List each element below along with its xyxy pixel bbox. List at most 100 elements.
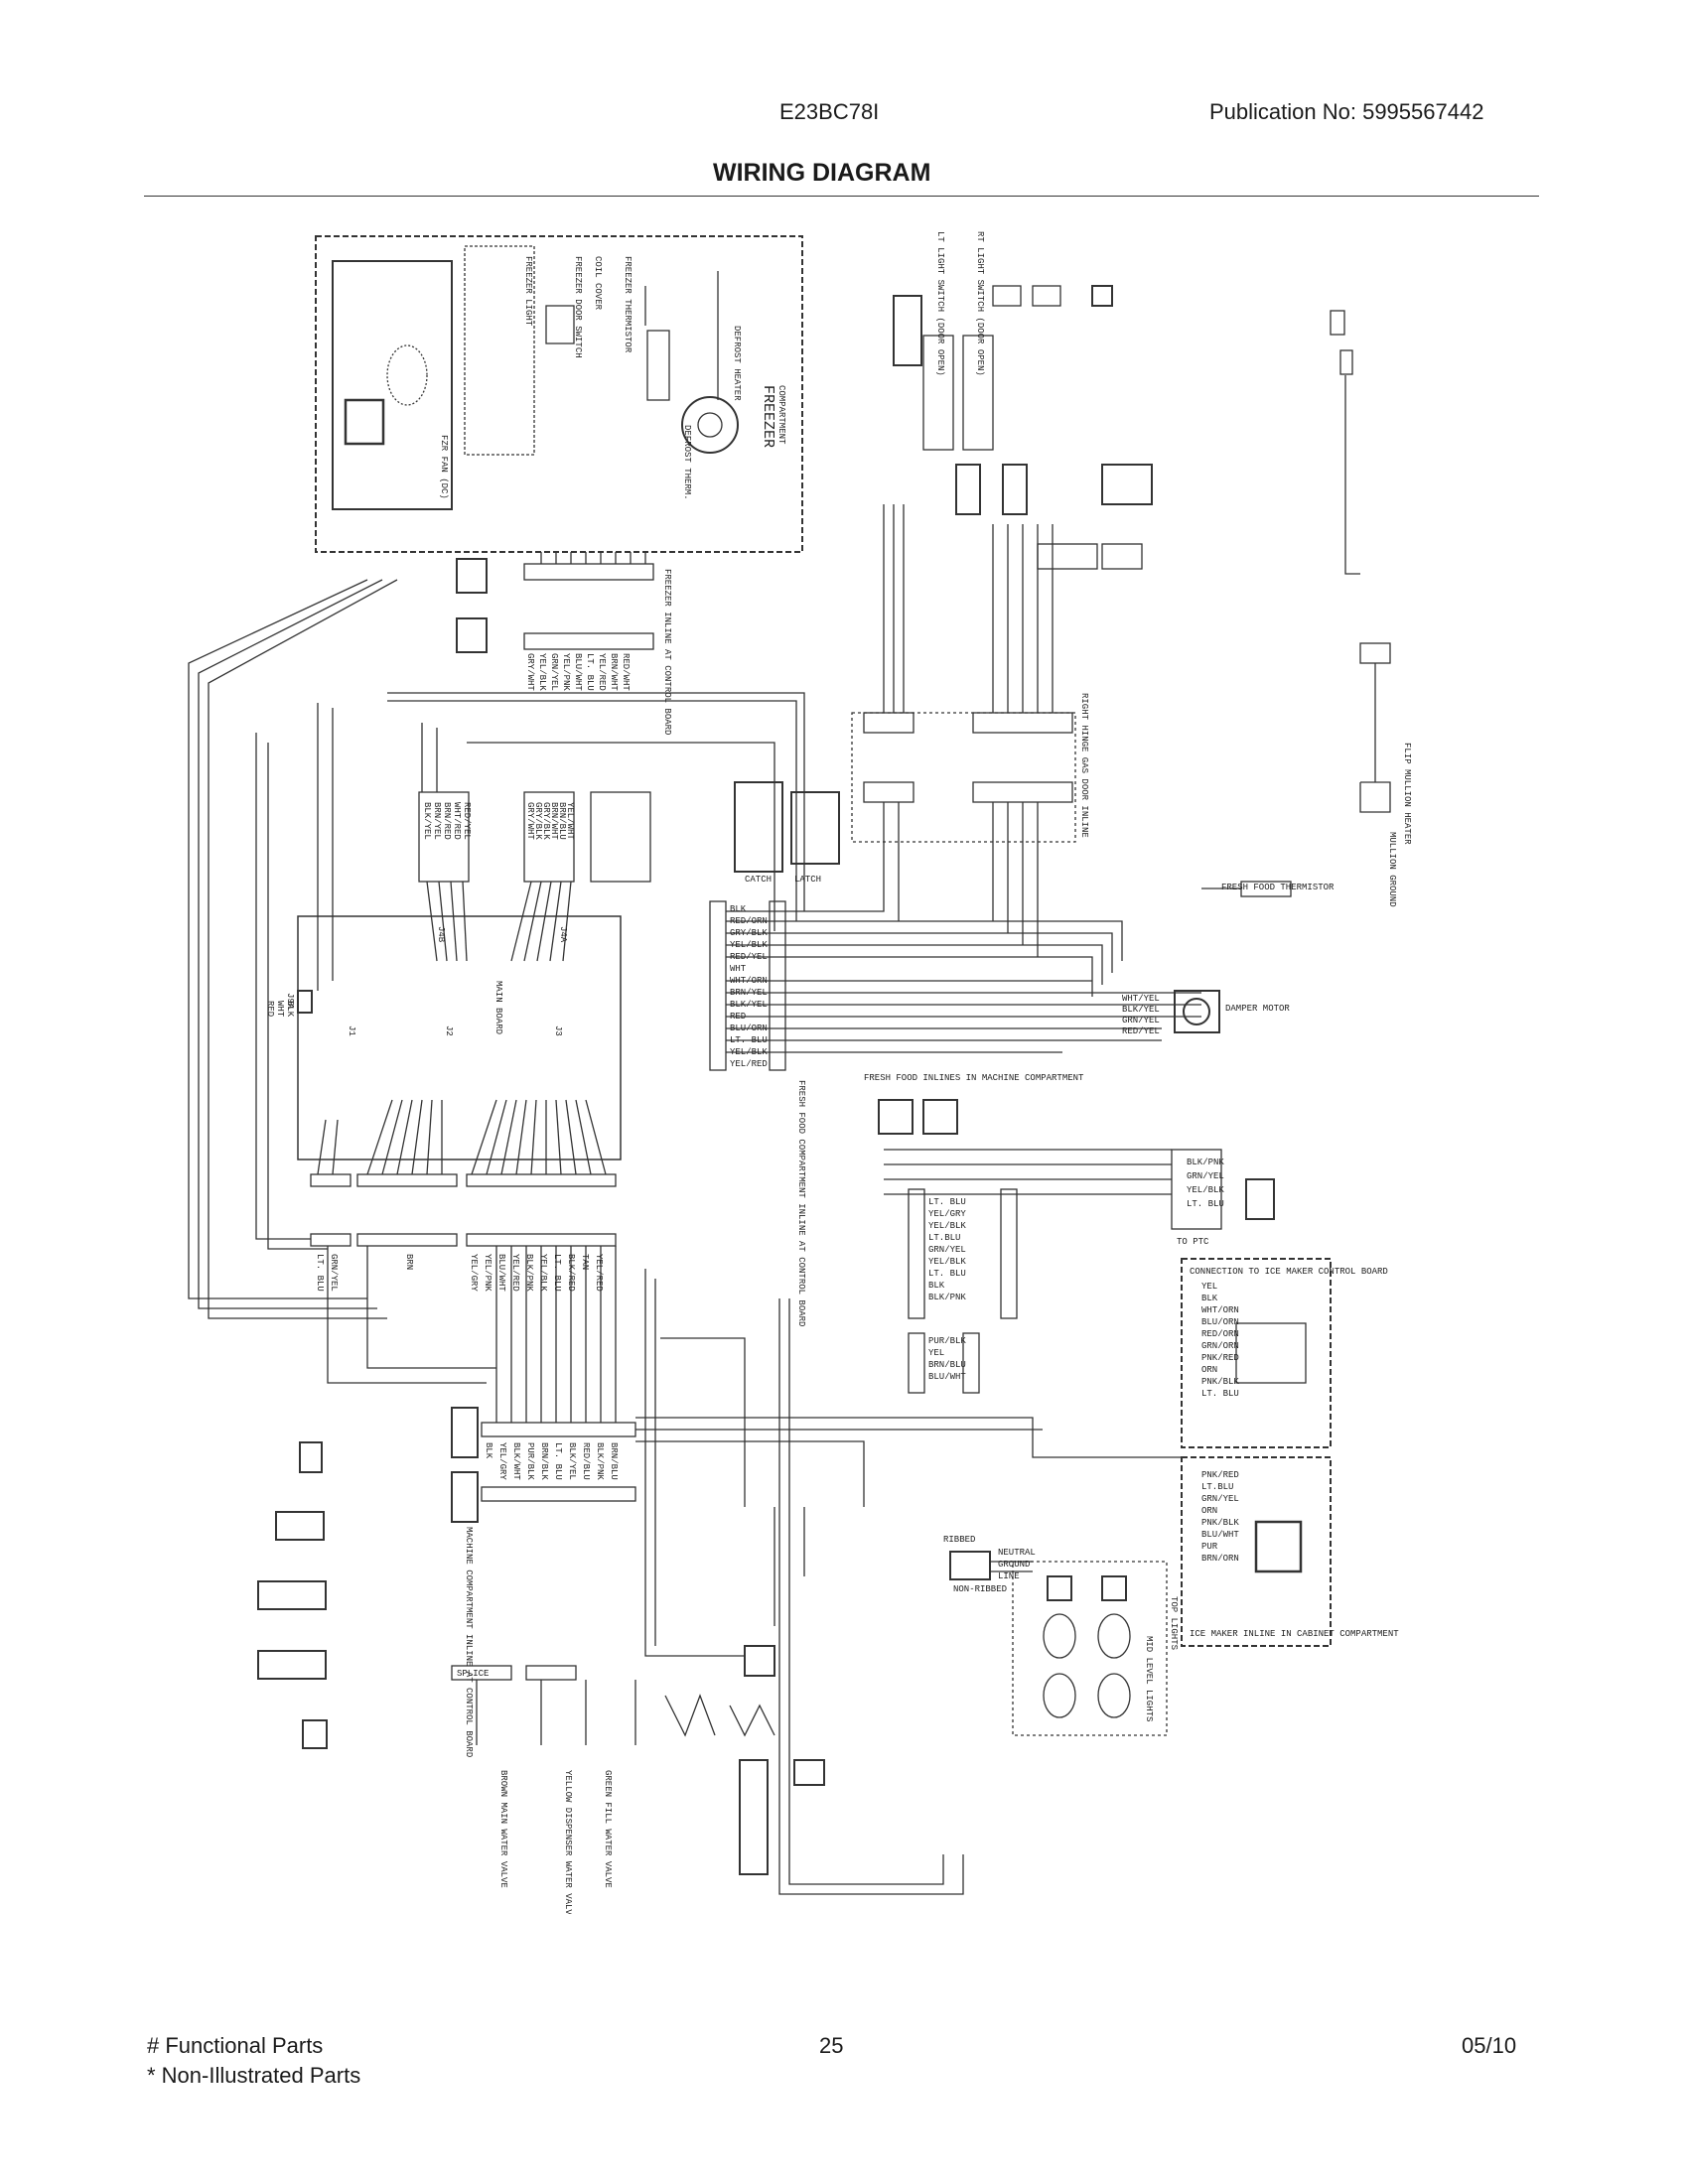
freezer-inline-connector bbox=[523, 563, 654, 581]
wire-color-label: WHT bbox=[730, 964, 747, 974]
wire-color-label: BLK/YEL bbox=[422, 802, 432, 840]
wire-color-label: YEL/PNK bbox=[483, 1254, 492, 1292]
lt-light-switch-label: LT LIGHT SWITCH (DOOR OPEN) bbox=[935, 231, 945, 376]
wire-color-label: PNK/RED bbox=[1201, 1353, 1239, 1363]
j4a-label: J4A bbox=[558, 926, 568, 943]
defrost-therm-label: DEFROST THERM. bbox=[682, 425, 692, 500]
wire-color-label: YEL/RED bbox=[730, 1059, 768, 1069]
freezer-thermistor-label: FREEZER THERMISTOR bbox=[623, 256, 633, 353]
wire-color-label: GRY/BLK bbox=[533, 802, 543, 840]
right-hinge-inline bbox=[972, 712, 1073, 734]
wire-color-label: RED/BLU bbox=[581, 1442, 591, 1480]
publication-number: Publication No: 5995567442 bbox=[1209, 99, 1484, 124]
line-label: LINE bbox=[998, 1571, 1020, 1581]
mullion-ground-label: MULLION GROUND bbox=[1387, 832, 1397, 907]
main-board-label: MAIN BOARD bbox=[493, 981, 503, 1034]
wire-color-label: LT.BLU bbox=[1201, 1482, 1233, 1492]
ground-label: GROUND bbox=[998, 1560, 1030, 1570]
wire-color-label: BLK/RED bbox=[566, 1254, 576, 1292]
wire-color-label: BLK/PNK bbox=[595, 1442, 605, 1480]
wire-color-label: YEL/PNK bbox=[561, 653, 571, 691]
wire-color-label: WHT/ORN bbox=[730, 976, 768, 986]
wire-color-label: BRN/BLU bbox=[928, 1360, 966, 1370]
freezer-door-switch-label: FREEZER DOOR SWITCH bbox=[573, 256, 583, 358]
wire-color-label: YEL/BLK bbox=[928, 1221, 966, 1231]
wire-color-label: WHT/ORN bbox=[1201, 1305, 1239, 1315]
wire-color-label: PUR bbox=[1201, 1542, 1218, 1552]
ff-inlines-machine-label: FRESH FOOD INLINES IN MACHINE COMPARTMEN… bbox=[864, 1073, 1084, 1083]
wire-color-label: BLU/WHT bbox=[1201, 1530, 1239, 1540]
non-ribbed-label: NON-RIBBED bbox=[953, 1584, 1007, 1594]
wire-color-label: PUR/BLK bbox=[928, 1336, 966, 1346]
wire-color-label: TAN bbox=[580, 1254, 590, 1270]
freezer-light-label: FREEZER LIGHT bbox=[523, 256, 533, 327]
wire-color-label: BLK/PNK bbox=[1187, 1158, 1224, 1167]
ribbed-label: RIBBED bbox=[943, 1535, 975, 1545]
j4a-wire-list: GRY/WHTGRY/BLKGRY/BLKBRN/WHTBRN/BLUYEL/W… bbox=[525, 802, 575, 840]
wire-color-label: BLK bbox=[285, 1001, 295, 1018]
wire-color-label: BLK bbox=[484, 1442, 493, 1459]
wire-color-label: BLU/WHT bbox=[573, 653, 583, 691]
wire-color-label: BLK/YEL bbox=[1122, 1005, 1160, 1015]
lights-box bbox=[1012, 1561, 1168, 1736]
wire-color-label: GRN/YEL bbox=[928, 1245, 966, 1255]
wire-color-label: RED/YEL bbox=[462, 802, 472, 840]
wire-color-label: ORN bbox=[1201, 1365, 1217, 1375]
wire-color-label: LT. BLU bbox=[928, 1197, 966, 1207]
wire-color-label: LT. BLU bbox=[1201, 1389, 1239, 1399]
wire-color-label: RED bbox=[730, 1012, 746, 1022]
wire-color-label: YEL/BLK bbox=[537, 653, 547, 691]
wiring-diagram: FREEZER COMPARTMENT DEFROST HEATER DEFRO… bbox=[188, 231, 1412, 1914]
ff-inlines-wire-list: LT. BLUYEL/GRYYEL/BLKLT.BLUGRN/YELYEL/BL… bbox=[928, 1197, 966, 1302]
to-ptc-label: TO PTC bbox=[1177, 1237, 1209, 1247]
machine-inline-connector bbox=[481, 1422, 636, 1437]
damper-motor-label: DAMPER MOTOR bbox=[1225, 1004, 1290, 1014]
model-number: E23BC78I bbox=[779, 99, 880, 124]
wire-color-label: BLK/YEL bbox=[567, 1442, 577, 1480]
wire-color-label: YEL bbox=[1201, 1282, 1217, 1292]
wire-color-label: BRN/YEL bbox=[432, 802, 442, 840]
fresh-food-wire-list: BLKRED/ORNGRY/BLKYEL/BLKRED/YELWHTWHT/OR… bbox=[730, 904, 768, 1069]
wire-color-label: BLK bbox=[928, 1281, 945, 1291]
j2-label: J2 bbox=[444, 1025, 454, 1036]
fresh-food-thermistor-label: FRESH FOOD THERMISTOR bbox=[1221, 883, 1335, 892]
ice-maker-control-box bbox=[1181, 1258, 1332, 1448]
neutral-label: NEUTRAL bbox=[998, 1548, 1036, 1558]
fzr-fan-label: FZR FAN (DC) bbox=[439, 435, 449, 499]
wire-color-label: PNK/BLK bbox=[1201, 1377, 1239, 1387]
wire-color-label: GRN/YEL bbox=[1122, 1016, 1160, 1025]
wire-color-label: YEL bbox=[928, 1348, 944, 1358]
ice-maker-wire-list: YELBLKWHT/ORNBLU/ORNRED/ORNGRN/ORNPNK/RE… bbox=[1201, 1282, 1239, 1399]
brown-valve-label: BROWN MAIN WATER VALVE bbox=[498, 1770, 508, 1888]
freezer-fan-box bbox=[332, 260, 453, 510]
freezer-light-box bbox=[464, 245, 535, 456]
wire-color-label: PUR/BLK bbox=[525, 1442, 535, 1480]
wire-color-label: GRY/WHT bbox=[525, 653, 535, 691]
wire-color-label: YEL/WHT bbox=[565, 802, 575, 840]
wire-color-label: WHT/RED bbox=[452, 802, 462, 840]
wire-color-label: BRN/BLU bbox=[557, 802, 567, 840]
wire-color-label: LT. BLU bbox=[730, 1035, 768, 1045]
wire-color-label: RED/ORN bbox=[1201, 1329, 1239, 1339]
functional-parts-note: # Functional Parts bbox=[147, 2033, 324, 2058]
mid-lights-label: MID LEVEL LIGHTS bbox=[1144, 1636, 1154, 1721]
yellow-valve-label: YELLOW DISPENSER WATER VALVE bbox=[563, 1770, 573, 1914]
j2-wire-list: BRN bbox=[404, 1254, 414, 1270]
wire-color-label: BLK bbox=[730, 904, 747, 914]
defrost-heater-label: DEFROST HEATER bbox=[732, 326, 742, 401]
wire-color-label: BLU/ORN bbox=[730, 1024, 768, 1033]
wire-color-label: BLK/YEL bbox=[730, 1000, 768, 1010]
wire-color-label: YEL/GRY bbox=[469, 1254, 479, 1292]
header-rule bbox=[144, 196, 1539, 197]
wire-color-label: BRN/YEL bbox=[730, 988, 768, 998]
wire-color-label: BLU/ORN bbox=[1201, 1317, 1239, 1327]
j3-label: J3 bbox=[553, 1025, 563, 1036]
wire-color-label: RED/YEL bbox=[1122, 1026, 1160, 1036]
